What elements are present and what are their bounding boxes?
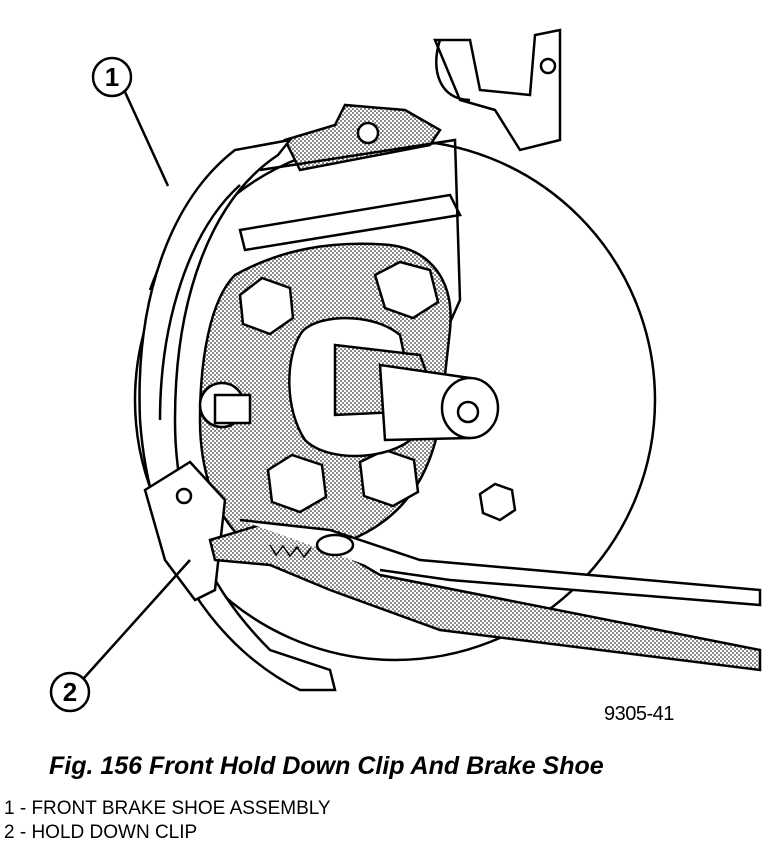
figure-id: 9305-41 (604, 703, 674, 725)
figure-caption: Fig. 156 Front Hold Down Clip And Brake … (49, 752, 604, 780)
pliers-tool (208, 518, 762, 672)
callout-1: 1 (91, 56, 170, 187)
legend-item-2: 2 - HOLD DOWN CLIP (4, 822, 198, 843)
callout-1-number: 1 (105, 62, 119, 92)
spindle (288, 316, 500, 458)
upper-shoe-parts (238, 103, 462, 346)
callout-2-number: 2 (63, 677, 77, 707)
callout-2: 2 (49, 559, 191, 713)
hold-down-clip (143, 460, 227, 602)
adjuster-pin (198, 381, 252, 429)
brake-diagram: 1 2 (49, 28, 762, 713)
legend-item-1: 1 - FRONT BRAKE SHOE ASSEMBLY (4, 798, 331, 819)
knuckle-bracket (433, 28, 562, 152)
